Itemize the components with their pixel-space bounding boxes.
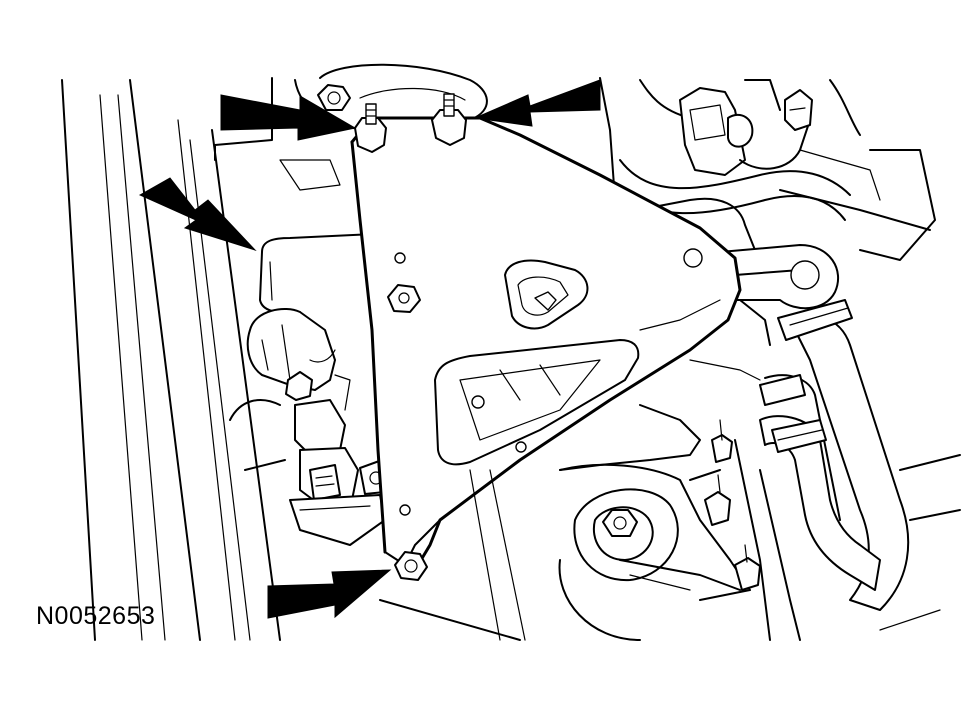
- top-right-connector: [679, 87, 813, 176]
- left-sensor-assembly: [229, 308, 393, 546]
- callout-arrows: [138, 79, 601, 619]
- callout-arrow-left: [138, 177, 257, 252]
- figure-id-label: N0052653: [36, 602, 156, 630]
- bottom-nut: [394, 551, 428, 581]
- bottom-lines: [379, 469, 526, 641]
- callout-arrow-top-left: [220, 94, 357, 141]
- right-hoses: [759, 299, 910, 611]
- callout-arrow-bottom: [267, 569, 392, 619]
- right-arm: [719, 244, 840, 310]
- top-left-nut: [317, 84, 351, 111]
- callout-arrow-top-right: [473, 79, 601, 127]
- lower-mount: [558, 419, 761, 641]
- housing-edge: [559, 299, 771, 471]
- triangular-bracket: [350, 116, 742, 572]
- lower-right-components: [734, 439, 961, 641]
- left-frame-lines: [61, 79, 281, 641]
- top-studs: [354, 93, 467, 153]
